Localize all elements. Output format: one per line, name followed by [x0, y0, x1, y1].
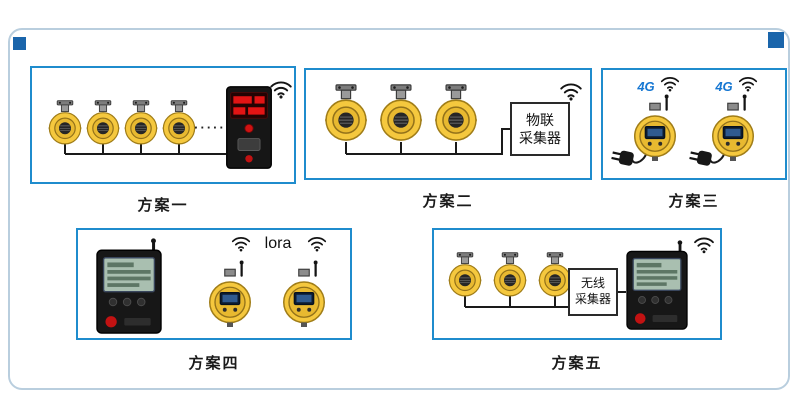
wifi-signal-icon	[659, 74, 681, 92]
gas-detector	[433, 84, 479, 144]
power-plug-icon	[687, 146, 714, 170]
gas-detector-with-display	[280, 260, 328, 328]
gas-detector	[492, 252, 528, 299]
alarm-controller-with-antenna	[626, 240, 688, 330]
scheme-3-box: 4G 4G	[601, 68, 787, 180]
gas-detector-with-display	[631, 94, 679, 162]
scheme-5-label: 方案五	[551, 355, 603, 372]
gas-detector	[47, 100, 83, 147]
wifi-signal-icon	[692, 234, 716, 254]
iot-collector-label-line1: 物联	[526, 111, 554, 128]
4g-badge: 4G	[715, 79, 733, 94]
iot-collector-label-line2: 采集器	[519, 130, 561, 146]
gas-detector	[378, 84, 424, 144]
alarm-controller	[226, 86, 272, 169]
scheme-4-label: 方案四	[188, 355, 240, 372]
wifi-signal-icon	[737, 74, 759, 92]
lora-badge: lora	[264, 235, 292, 252]
corner-square-right	[768, 32, 784, 48]
gas-detector	[323, 84, 369, 144]
wifi-signal-icon	[268, 78, 294, 99]
scheme-3-label: 方案三	[668, 193, 720, 210]
scheme-2-box: 物联 采集器	[304, 68, 592, 180]
wireless-collector-label-line2: 采集器	[574, 292, 611, 306]
more-detectors-ellipsis: ·····	[194, 120, 226, 135]
gas-detector-with-display	[206, 260, 254, 328]
scheme-1-box: ·····	[30, 66, 296, 184]
scheme-5-box: 无线 采集器	[432, 228, 722, 340]
gas-detector-with-display	[709, 94, 757, 162]
scheme-2-label: 方案二	[422, 193, 474, 210]
wifi-signal-icon	[558, 80, 584, 101]
gas-detector	[447, 252, 483, 299]
wireless-collector-label-line1: 无线	[580, 276, 605, 291]
scheme-1-label: 方案一	[137, 197, 189, 214]
gas-detector	[123, 100, 159, 147]
wireless-collector-box: 无线 采集器	[568, 268, 618, 316]
power-plug-icon	[609, 146, 636, 170]
wifi-signal-icon	[306, 234, 328, 252]
gas-detector	[85, 100, 121, 147]
corner-square-left	[13, 37, 26, 50]
wifi-signal-icon	[230, 234, 252, 252]
iot-collector-box: 物联 采集器	[510, 102, 570, 156]
4g-badge: 4G	[637, 79, 655, 94]
scheme-4-box: lora	[76, 228, 352, 340]
alarm-controller-with-antenna	[96, 238, 162, 334]
